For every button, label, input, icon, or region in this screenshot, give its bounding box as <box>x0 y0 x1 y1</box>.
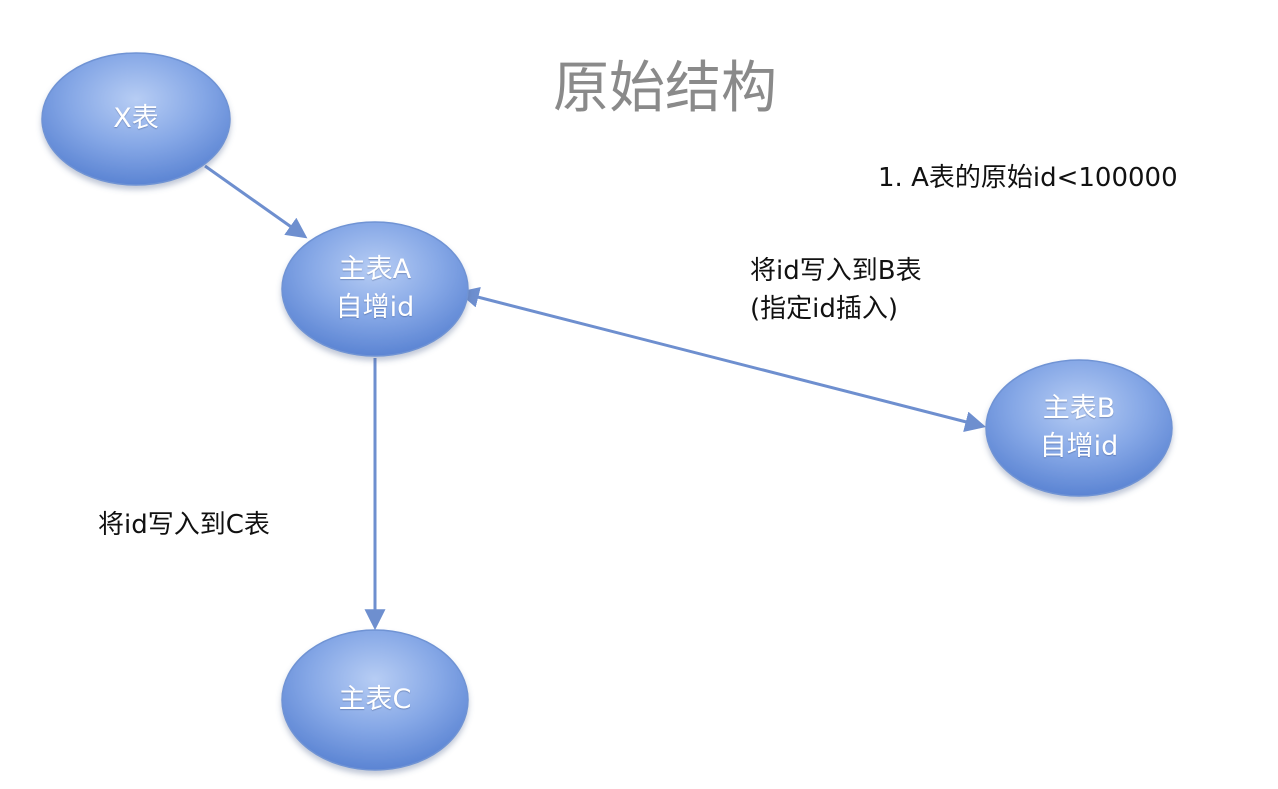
node-main-table-c <box>281 629 469 771</box>
note-text: 1. A表的原始id<100000 <box>878 163 1178 193</box>
node-x-label: X表 <box>56 100 216 138</box>
edge-label-a-to-c: 将id写入到C表 <box>98 506 270 544</box>
node-c-label-line1: 主表C <box>338 684 412 715</box>
node-x-table <box>41 52 231 186</box>
edge-label-a-to-b-line2: (指定id插入) <box>750 294 899 324</box>
node-b-label: 主表B 自增id <box>999 390 1159 466</box>
edge-label-a-to-c-line1: 将id写入到C表 <box>98 510 270 540</box>
node-b-label-line1: 主表B <box>1042 393 1116 424</box>
diagram-title: 原始结构 <box>553 56 777 121</box>
edge-label-a-to-b: 将id写入到B表 (指定id插入) <box>750 252 922 328</box>
node-main-table-a <box>281 221 469 357</box>
edge-x-to-a <box>204 164 308 239</box>
node-a-label-line2: 自增id <box>335 292 415 323</box>
edge-label-a-to-b-line1: 将id写入到B表 <box>750 256 922 286</box>
edge-a-to-b <box>457 286 987 433</box>
node-x-label-line1: X表 <box>113 103 159 134</box>
node-main-table-b <box>985 359 1173 497</box>
node-a-label: 主表A 自增id <box>295 251 455 327</box>
node-b-label-line2: 自增id <box>1039 431 1119 462</box>
node-a-label-line1: 主表A <box>338 254 412 285</box>
node-c-label: 主表C <box>295 681 455 719</box>
